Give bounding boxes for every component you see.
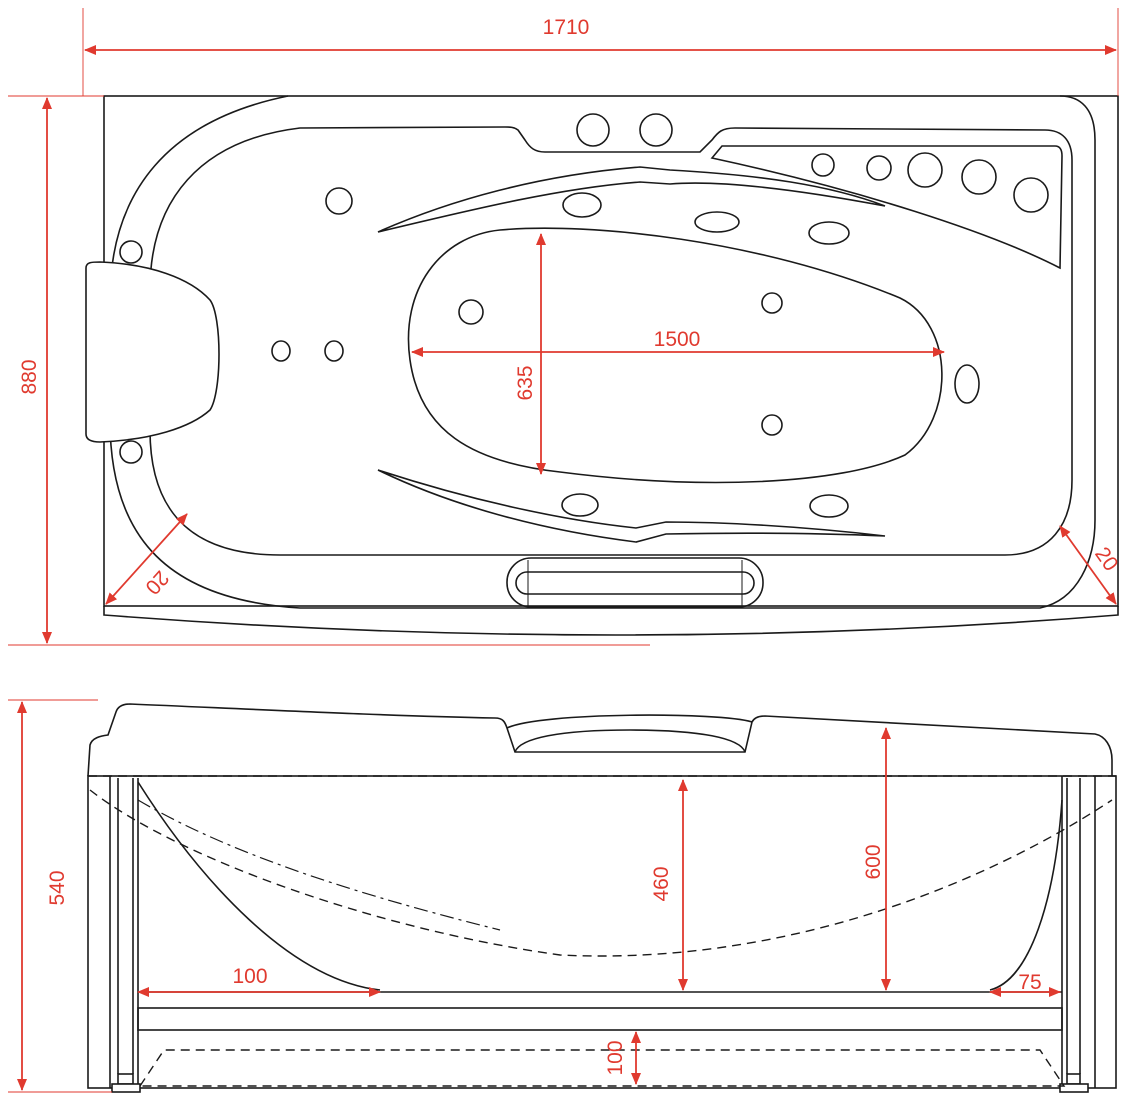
headrest-jet-bottom	[119, 440, 143, 464]
tub-side-body	[87, 775, 1117, 1089]
dim-label-depth-rim: 600	[862, 844, 885, 879]
headrest	[85, 261, 220, 443]
control-knob-1	[576, 113, 610, 147]
jet-12	[809, 494, 849, 518]
dim-label-inner-width: 635	[514, 365, 537, 400]
basin-shell-inner	[149, 126, 1073, 556]
dim-label-depth-center: 460	[650, 866, 673, 901]
frame-crossbar	[137, 1007, 1063, 1031]
panel-button-2	[866, 155, 892, 181]
base-hidden-frame	[138, 1049, 1066, 1087]
jet-10	[761, 414, 783, 436]
right-leg	[1059, 776, 1096, 1093]
tub-apron-lip	[103, 606, 1119, 636]
dim-label-overall-length: 1710	[543, 16, 590, 39]
basin-center-line	[137, 799, 501, 931]
jet-7	[271, 340, 291, 362]
rim-profile	[87, 703, 1113, 777]
side-grab-handle	[506, 714, 753, 753]
side-view	[87, 703, 1117, 1093]
dim-label-leg-height: 100	[604, 1040, 627, 1075]
dim-label-bottom-offset-left: 100	[232, 965, 267, 988]
dim-line-corner-right	[1059, 525, 1117, 605]
top-view	[85, 95, 1119, 636]
jet-2	[562, 192, 602, 218]
control-panel-recess	[710, 145, 1063, 270]
basin-profile-right	[989, 799, 1063, 991]
control-knob-2	[639, 113, 673, 147]
jet-8	[324, 340, 344, 362]
upper-seat-ledge	[377, 166, 886, 233]
jet-11	[561, 493, 599, 517]
jet-1	[325, 187, 353, 215]
dim-label-overall-height: 540	[46, 870, 69, 905]
basin-shell-outer	[109, 95, 1096, 609]
left-leg	[109, 776, 141, 1093]
jet-6	[761, 292, 783, 314]
front-grab-handle	[506, 557, 764, 608]
lower-seat-ledge	[377, 469, 886, 543]
basin-profile-left	[137, 781, 381, 991]
jet-nozzles	[119, 113, 1049, 518]
tub-outer-rim	[103, 95, 1119, 607]
dim-label-corner-left: 20	[140, 566, 173, 599]
panel-button-3	[907, 152, 943, 188]
basin-hidden-curve	[89, 789, 1113, 957]
panel-button-1	[811, 153, 835, 177]
jet-4	[808, 221, 850, 245]
dim-label-bottom-offset-right: 75	[1018, 971, 1041, 994]
panel-button-5	[1013, 177, 1049, 213]
side-view-dimensions: 540 460 600 100 75 100	[8, 699, 1061, 1093]
headrest-jet-top	[119, 240, 143, 264]
dim-label-inner-length: 1500	[654, 328, 701, 351]
panel-button-4	[961, 159, 997, 195]
dim-label-overall-width: 880	[18, 359, 41, 394]
dim-line-corner-left	[105, 513, 188, 605]
jet-3	[694, 211, 740, 233]
inner-basin-oval	[407, 227, 943, 484]
jet-9	[954, 364, 980, 404]
jet-5	[458, 299, 484, 325]
